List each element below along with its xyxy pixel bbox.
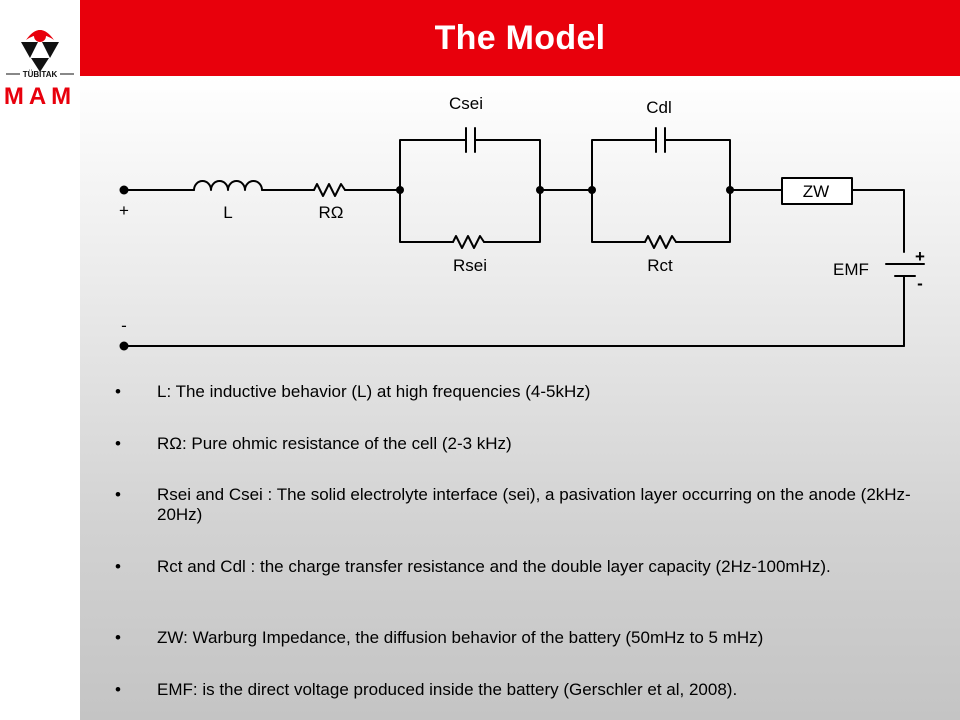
bullet-marker: •	[115, 382, 121, 401]
inductor-label: L	[223, 203, 232, 222]
title-bar: The Model	[80, 0, 960, 76]
dl-branch-frame-left	[591, 139, 657, 191]
equivalent-circuit-diagram: L RΩ Csei Rsei Cdl Rct ZW EMF + - + -	[119, 94, 925, 351]
list-item: • Rsei and Csei : The solid electrolyte …	[115, 485, 935, 525]
bullet-text: RΩ: Pure ohmic resistance of the cell (2…	[157, 434, 512, 453]
ohmic-resistor-label: RΩ	[319, 203, 344, 222]
bullet-marker: •	[115, 485, 121, 504]
wire-warburg-to-emf	[851, 189, 905, 253]
bullet-text: ZW: Warburg Impedance, the diffusion beh…	[157, 628, 764, 647]
bullet-marker: •	[115, 628, 121, 647]
dl-branch-frame-bottom-left	[591, 189, 646, 243]
negative-terminal-label: -	[121, 316, 127, 335]
warburg-label: ZW	[803, 182, 829, 201]
battery-minus-label: -	[917, 274, 923, 293]
list-item: • EMF: is the direct voltage produced in…	[115, 680, 935, 700]
bullet-text: Rct and Cdl : the charge transfer resist…	[157, 557, 831, 576]
sei-branch-frame-left	[399, 139, 467, 191]
positive-terminal-label: +	[119, 201, 129, 220]
logo-unit-text: MAM	[4, 83, 76, 110]
list-item: • ZW: Warburg Impedance, the diffusion b…	[115, 628, 935, 648]
battery-plus-label: +	[915, 247, 925, 266]
bullet-marker: •	[115, 434, 121, 453]
list-item: • Rct and Cdl : the charge transfer resi…	[115, 557, 935, 577]
positive-terminal-dot	[119, 185, 129, 195]
tubitak-mam-logo: TÜBİTAK MAM	[4, 30, 76, 110]
junction-dot	[396, 186, 404, 194]
ct-resistor-label: Rct	[647, 256, 673, 275]
sei-branch-frame-right-top	[474, 139, 541, 191]
sei-capacitor-label: Csei	[449, 94, 483, 113]
sei-branch-frame-bottom-left	[399, 189, 454, 243]
junction-dot	[536, 186, 544, 194]
dl-capacitor-symbol	[655, 127, 666, 153]
ohmic-resistor-symbol	[313, 183, 346, 197]
ct-resistor-symbol	[644, 235, 677, 249]
page-title: The Model	[434, 18, 606, 57]
list-item: • L: The inductive behavior (L) at high …	[115, 382, 935, 402]
logo-emblem-icon	[21, 30, 59, 72]
bullet-marker: •	[115, 680, 121, 699]
sei-capacitor-symbol	[465, 127, 476, 153]
dl-branch-frame-bottom-right	[675, 189, 731, 243]
sei-resistor-symbol	[452, 235, 485, 249]
bullet-text: EMF: is the direct voltage produced insi…	[157, 680, 738, 699]
inductor-symbol	[193, 180, 263, 191]
bullet-text: Rsei and Csei : The solid electrolyte in…	[157, 485, 911, 524]
junction-dot	[588, 186, 596, 194]
list-item: • RΩ: Pure ohmic resistance of the cell …	[115, 434, 935, 454]
dl-capacitor-label: Cdl	[646, 98, 672, 117]
dl-branch-frame-right-top	[664, 139, 731, 191]
bullet-text: L: The inductive behavior (L) at high fr…	[157, 382, 591, 401]
bullet-marker: •	[115, 557, 121, 576]
negative-terminal-dot	[119, 341, 129, 351]
logo-org-text: TÜBİTAK	[23, 70, 58, 79]
junction-dot	[726, 186, 734, 194]
sei-resistor-label: Rsei	[453, 256, 487, 275]
emf-label: EMF	[833, 260, 869, 279]
sei-branch-frame-bottom-right	[483, 189, 541, 243]
